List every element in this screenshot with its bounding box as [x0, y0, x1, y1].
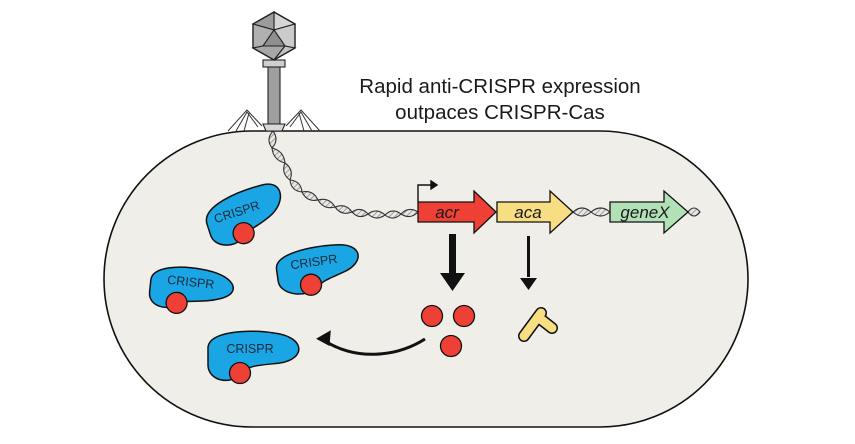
phage-capsid [251, 11, 297, 61]
figure-title-line-1: Rapid anti-CRISPR expression [359, 75, 640, 98]
gene-aca-label: aca [514, 203, 541, 222]
phage-tail-fibers [227, 109, 321, 132]
bound-acr-protein [299, 273, 323, 296]
gene-acr-label: acr [435, 203, 460, 222]
crispr-complex: CRISPR [207, 330, 300, 385]
acr-protein [439, 334, 463, 358]
bound-acr-protein [165, 291, 188, 315]
phage-collar [262, 59, 286, 68]
aca-protein [518, 307, 558, 342]
dna-segment [687, 207, 701, 217]
phage-dna [268, 130, 701, 219]
phage-icon [227, 11, 321, 132]
acr-protein [452, 304, 476, 328]
bound-acr-protein [232, 222, 255, 245]
bound-acr-protein [228, 361, 252, 385]
acr-proteins [420, 304, 476, 358]
promoter-icon [417, 179, 439, 202]
inhibition-arrow [316, 330, 426, 356]
crispr-label: CRISPR [290, 252, 339, 272]
crispr-label: CRISPR [167, 273, 215, 292]
acr-expression-arrow [440, 234, 465, 291]
aca-expression-arrow [520, 236, 537, 290]
acr-protein [420, 304, 444, 328]
crispr-complex: CRISPR [148, 266, 234, 315]
gene-geneX-label: geneX [620, 203, 670, 222]
gene-geneX: geneX [609, 189, 689, 235]
phage-baseplate [262, 123, 286, 132]
figure-title-line-2: outpaces CRISPR-Cas [395, 101, 605, 124]
phage-tail [267, 65, 281, 125]
gene-aca: aca [496, 189, 574, 235]
crispr-complex: CRISPR [205, 183, 282, 246]
gene-acr: acr [417, 189, 497, 235]
crispr-complex: CRISPR [275, 244, 359, 296]
crispr-label: CRISPR [226, 342, 273, 356]
